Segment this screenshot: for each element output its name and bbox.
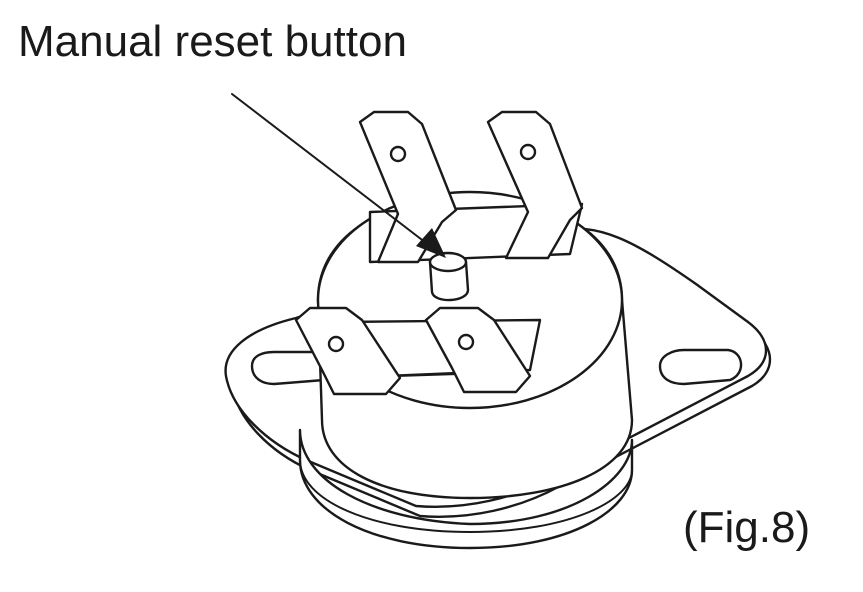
terminal-rear-left — [358, 110, 458, 264]
callout-label: Manual reset button — [18, 17, 407, 66]
callout-arrowhead — [416, 228, 446, 258]
reset-button-top — [428, 251, 468, 273]
flange-slot-right — [658, 348, 743, 386]
figure-reference: (Fig.8) — [683, 503, 811, 552]
terminal-rear-left-hole — [389, 145, 407, 163]
terminal-rear-right — [486, 110, 584, 260]
housing-lower-edge — [299, 459, 633, 534]
terminal-front-right-hole — [457, 333, 475, 351]
terminal-front-left — [294, 306, 402, 396]
terminal-rear-right-hole — [519, 143, 537, 161]
terminal-front-right — [424, 306, 532, 394]
terminal-front-left-hole — [327, 335, 345, 353]
callout-leader-line — [231, 93, 431, 247]
